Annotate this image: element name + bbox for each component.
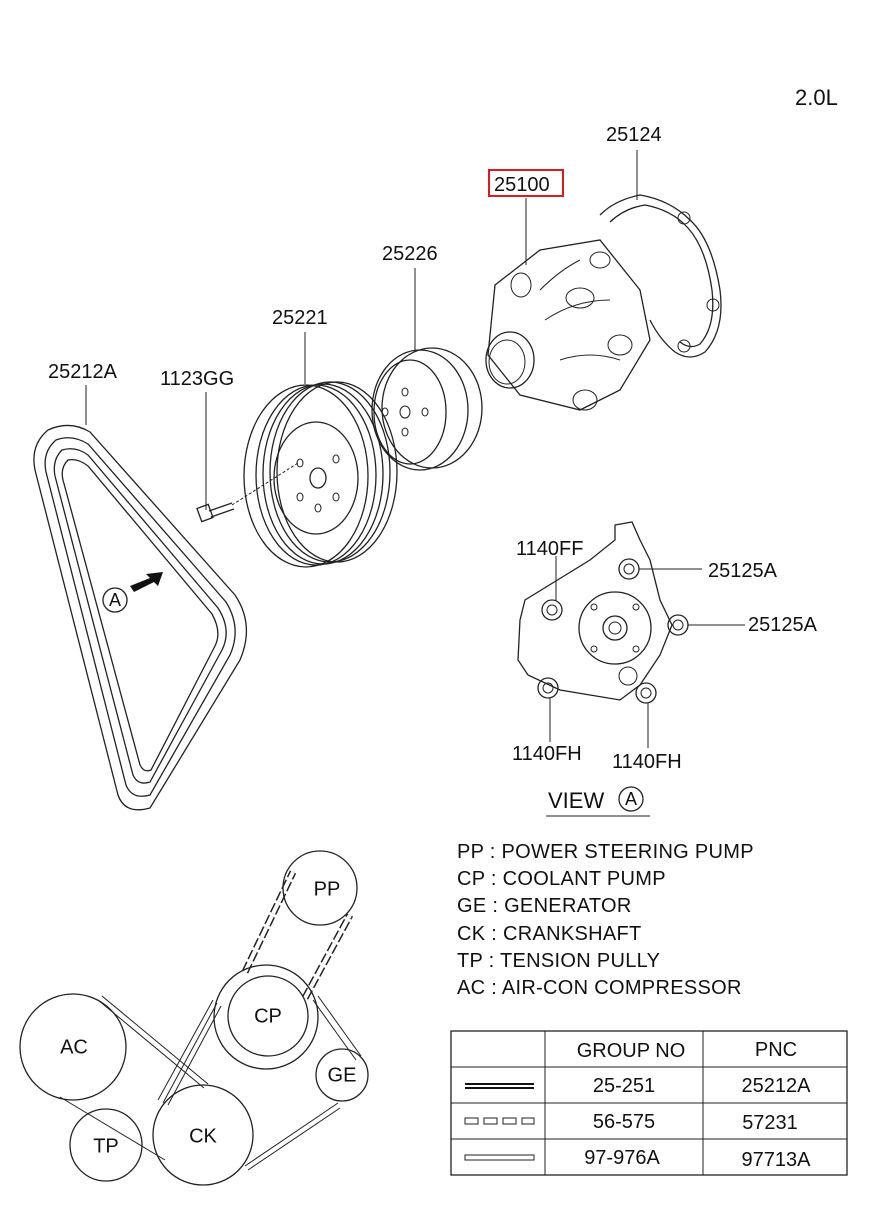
line-style-dashed-boxes-icon: [464, 1117, 535, 1125]
table-cell-pnc[interactable]: 97713A: [742, 1149, 812, 1171]
table-header-pnc: PNC: [755, 1039, 797, 1061]
node-tp: TP: [93, 1135, 119, 1157]
water-pump-part-number[interactable]: 25100: [494, 174, 550, 196]
node-pp: PP: [314, 878, 341, 900]
legend-item: CK : CRANKSHAFT: [457, 923, 642, 945]
table-cell-group-no: 56-575: [593, 1111, 655, 1133]
view-a-bolt-ff: 1140FF: [516, 538, 583, 560]
water-pump-drawing: [485, 150, 722, 411]
view-a-marker-circle: [618, 786, 644, 812]
pump-pulley-part-number: 25226: [382, 243, 438, 265]
arrow-marker-label: A: [109, 590, 121, 610]
belt-part-number: 25212A: [48, 361, 118, 383]
view-a-marker: A: [625, 789, 637, 809]
line-style-double-solid-icon: [465, 1083, 534, 1089]
bolt-part-number: 1123GG: [160, 368, 234, 390]
line-style-double-thin-icon: [464, 1154, 535, 1161]
gasket-part-number: 25124: [606, 124, 662, 146]
crank-pulley-drawing: [243, 332, 398, 568]
belt-drawing: [33, 385, 248, 811]
node-ge: GE: [328, 1064, 357, 1086]
reference-table: [450, 1030, 848, 1176]
view-a-dowel-right: 25125A: [748, 614, 818, 636]
node-ck: CK: [189, 1125, 217, 1147]
view-a-bolt-fh-right: 1140FH: [612, 751, 682, 773]
table-cell-pnc[interactable]: 25212A: [742, 1075, 812, 1097]
belt-routing-diagram: [19, 850, 369, 1186]
legend-item: PP : POWER STEERING PUMP: [457, 841, 754, 863]
legend-item: AC : AIR-CON COMPRESSOR: [457, 977, 742, 999]
view-a-dowel-top: 25125A: [708, 560, 778, 582]
legend: PP : POWER STEERING PUMP CP : COOLANT PU…: [457, 841, 754, 999]
node-cp: CP: [254, 1005, 282, 1027]
view-a-bolt-fh-left: 1140FH: [512, 743, 582, 765]
crank-pulley-part-number: 25221: [272, 307, 328, 329]
table-header-group-no: GROUP NO: [577, 1040, 686, 1062]
node-ac: AC: [60, 1036, 88, 1058]
engine-label: 2.0L: [795, 85, 838, 110]
water-pump-highlight-box: [488, 169, 564, 197]
view-a-drawing: [517, 521, 745, 748]
pump-pulley-drawing: [371, 268, 483, 471]
legend-item: TP : TENSION PULLY: [457, 950, 660, 972]
table-cell-group-no: 25-251: [593, 1075, 655, 1097]
legend-item: CP : COOLANT PUMP: [457, 868, 666, 890]
table-cell-pnc[interactable]: 57231: [742, 1112, 798, 1134]
bolt-drawing: [196, 392, 299, 523]
table-cell-group-no: 97-976A: [584, 1147, 660, 1169]
view-a-title: VIEW: [548, 788, 604, 813]
view-arrow-icon: [102, 572, 163, 613]
legend-item: GE : GENERATOR: [457, 895, 632, 917]
